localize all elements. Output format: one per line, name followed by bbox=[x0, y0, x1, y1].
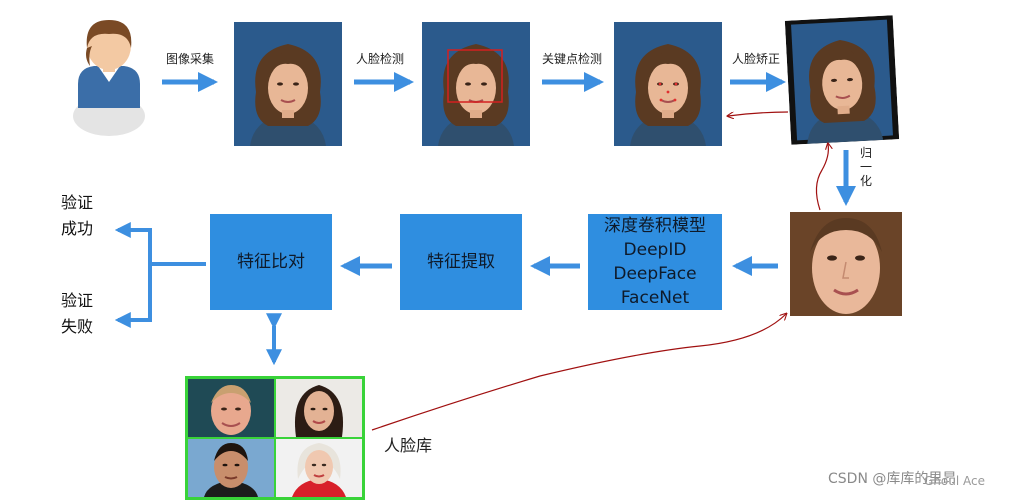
watermark-overlap-text: Ghoul Ace bbox=[924, 474, 985, 488]
face-library-label: 人脸库 bbox=[384, 436, 433, 455]
feature-extract-label: 特征提取 bbox=[427, 252, 495, 272]
csdn-watermark: CSDN @库库的里昂 bbox=[828, 471, 957, 487]
library-face-3 bbox=[188, 439, 274, 497]
model-facenet: FaceNet bbox=[620, 288, 690, 308]
detection-box bbox=[447, 49, 503, 103]
annotation-up-to-aligned bbox=[815, 144, 828, 211]
annotation-back-to-landmark bbox=[728, 111, 789, 116]
model-deepface: DeepFace bbox=[613, 264, 697, 284]
outcome-success-line1: 验证 bbox=[60, 193, 93, 212]
library-face-4 bbox=[276, 439, 362, 497]
feature-extract-box: 特征提取 bbox=[400, 214, 522, 310]
model-deepid: DeepID bbox=[623, 240, 687, 260]
feature-compare-box: 特征比对 bbox=[210, 214, 332, 310]
step-label-capture: 图像采集 bbox=[166, 52, 215, 66]
landmark-photo bbox=[614, 22, 722, 146]
outcome-fail-line2: 失败 bbox=[60, 317, 93, 336]
annotation-library-to-face bbox=[371, 314, 786, 431]
detected-face-photo bbox=[422, 22, 530, 146]
feature-compare-label: 特征比对 bbox=[237, 252, 305, 272]
outcome-success: 验证 成功 bbox=[52, 190, 102, 242]
aligned-face-photo bbox=[784, 15, 900, 145]
normalized-face-photo bbox=[790, 212, 902, 316]
outcome-success-line2: 成功 bbox=[60, 219, 93, 238]
captured-photo bbox=[234, 22, 342, 146]
step-label-detect: 人脸检测 bbox=[356, 52, 405, 66]
step-label-align: 人脸矫正 bbox=[732, 52, 781, 66]
face-library-grid bbox=[185, 376, 365, 500]
outcome-fail: 验证 失败 bbox=[52, 288, 102, 340]
library-face-2 bbox=[276, 379, 362, 437]
model-box-title: 深度卷积模型 bbox=[604, 216, 706, 236]
normalize-label: 归一化 bbox=[860, 146, 873, 188]
model-box: 深度卷积模型 DeepID DeepFace FaceNet bbox=[588, 214, 722, 310]
library-face-1 bbox=[188, 379, 274, 437]
step-label-landmark: 关键点检测 bbox=[542, 52, 603, 66]
outcome-fail-line1: 验证 bbox=[60, 291, 93, 310]
user-avatar-icon bbox=[70, 12, 148, 136]
